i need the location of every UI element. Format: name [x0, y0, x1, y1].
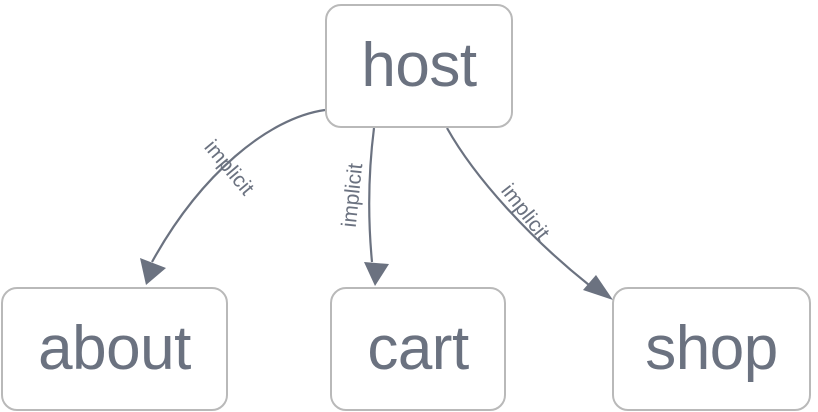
- node-shop-label: shop: [645, 314, 778, 383]
- edge-host-about[interactable]: implicit: [140, 108, 326, 285]
- edge-host-about-arrowhead: [140, 258, 166, 285]
- edge-host-shop[interactable]: implicit: [446, 127, 613, 300]
- edge-host-cart-arrowhead: [364, 262, 389, 286]
- edge-host-cart-label: implicit: [338, 162, 368, 228]
- node-cart[interactable]: cart: [330, 287, 506, 411]
- node-about[interactable]: about: [1, 287, 228, 411]
- edge-host-cart[interactable]: implicit: [338, 127, 389, 286]
- edge-host-cart-path: [368, 127, 376, 263]
- edge-host-about-path: [151, 108, 326, 263]
- node-cart-label: cart: [367, 314, 469, 383]
- edge-host-shop-arrowhead: [583, 275, 613, 300]
- node-host[interactable]: host: [325, 4, 513, 128]
- node-host-label: host: [361, 31, 477, 100]
- node-about-label: about: [38, 314, 191, 383]
- node-shop[interactable]: shop: [612, 287, 811, 411]
- edge-host-shop-label: implicit: [496, 180, 554, 245]
- edge-host-shop-path: [446, 127, 590, 286]
